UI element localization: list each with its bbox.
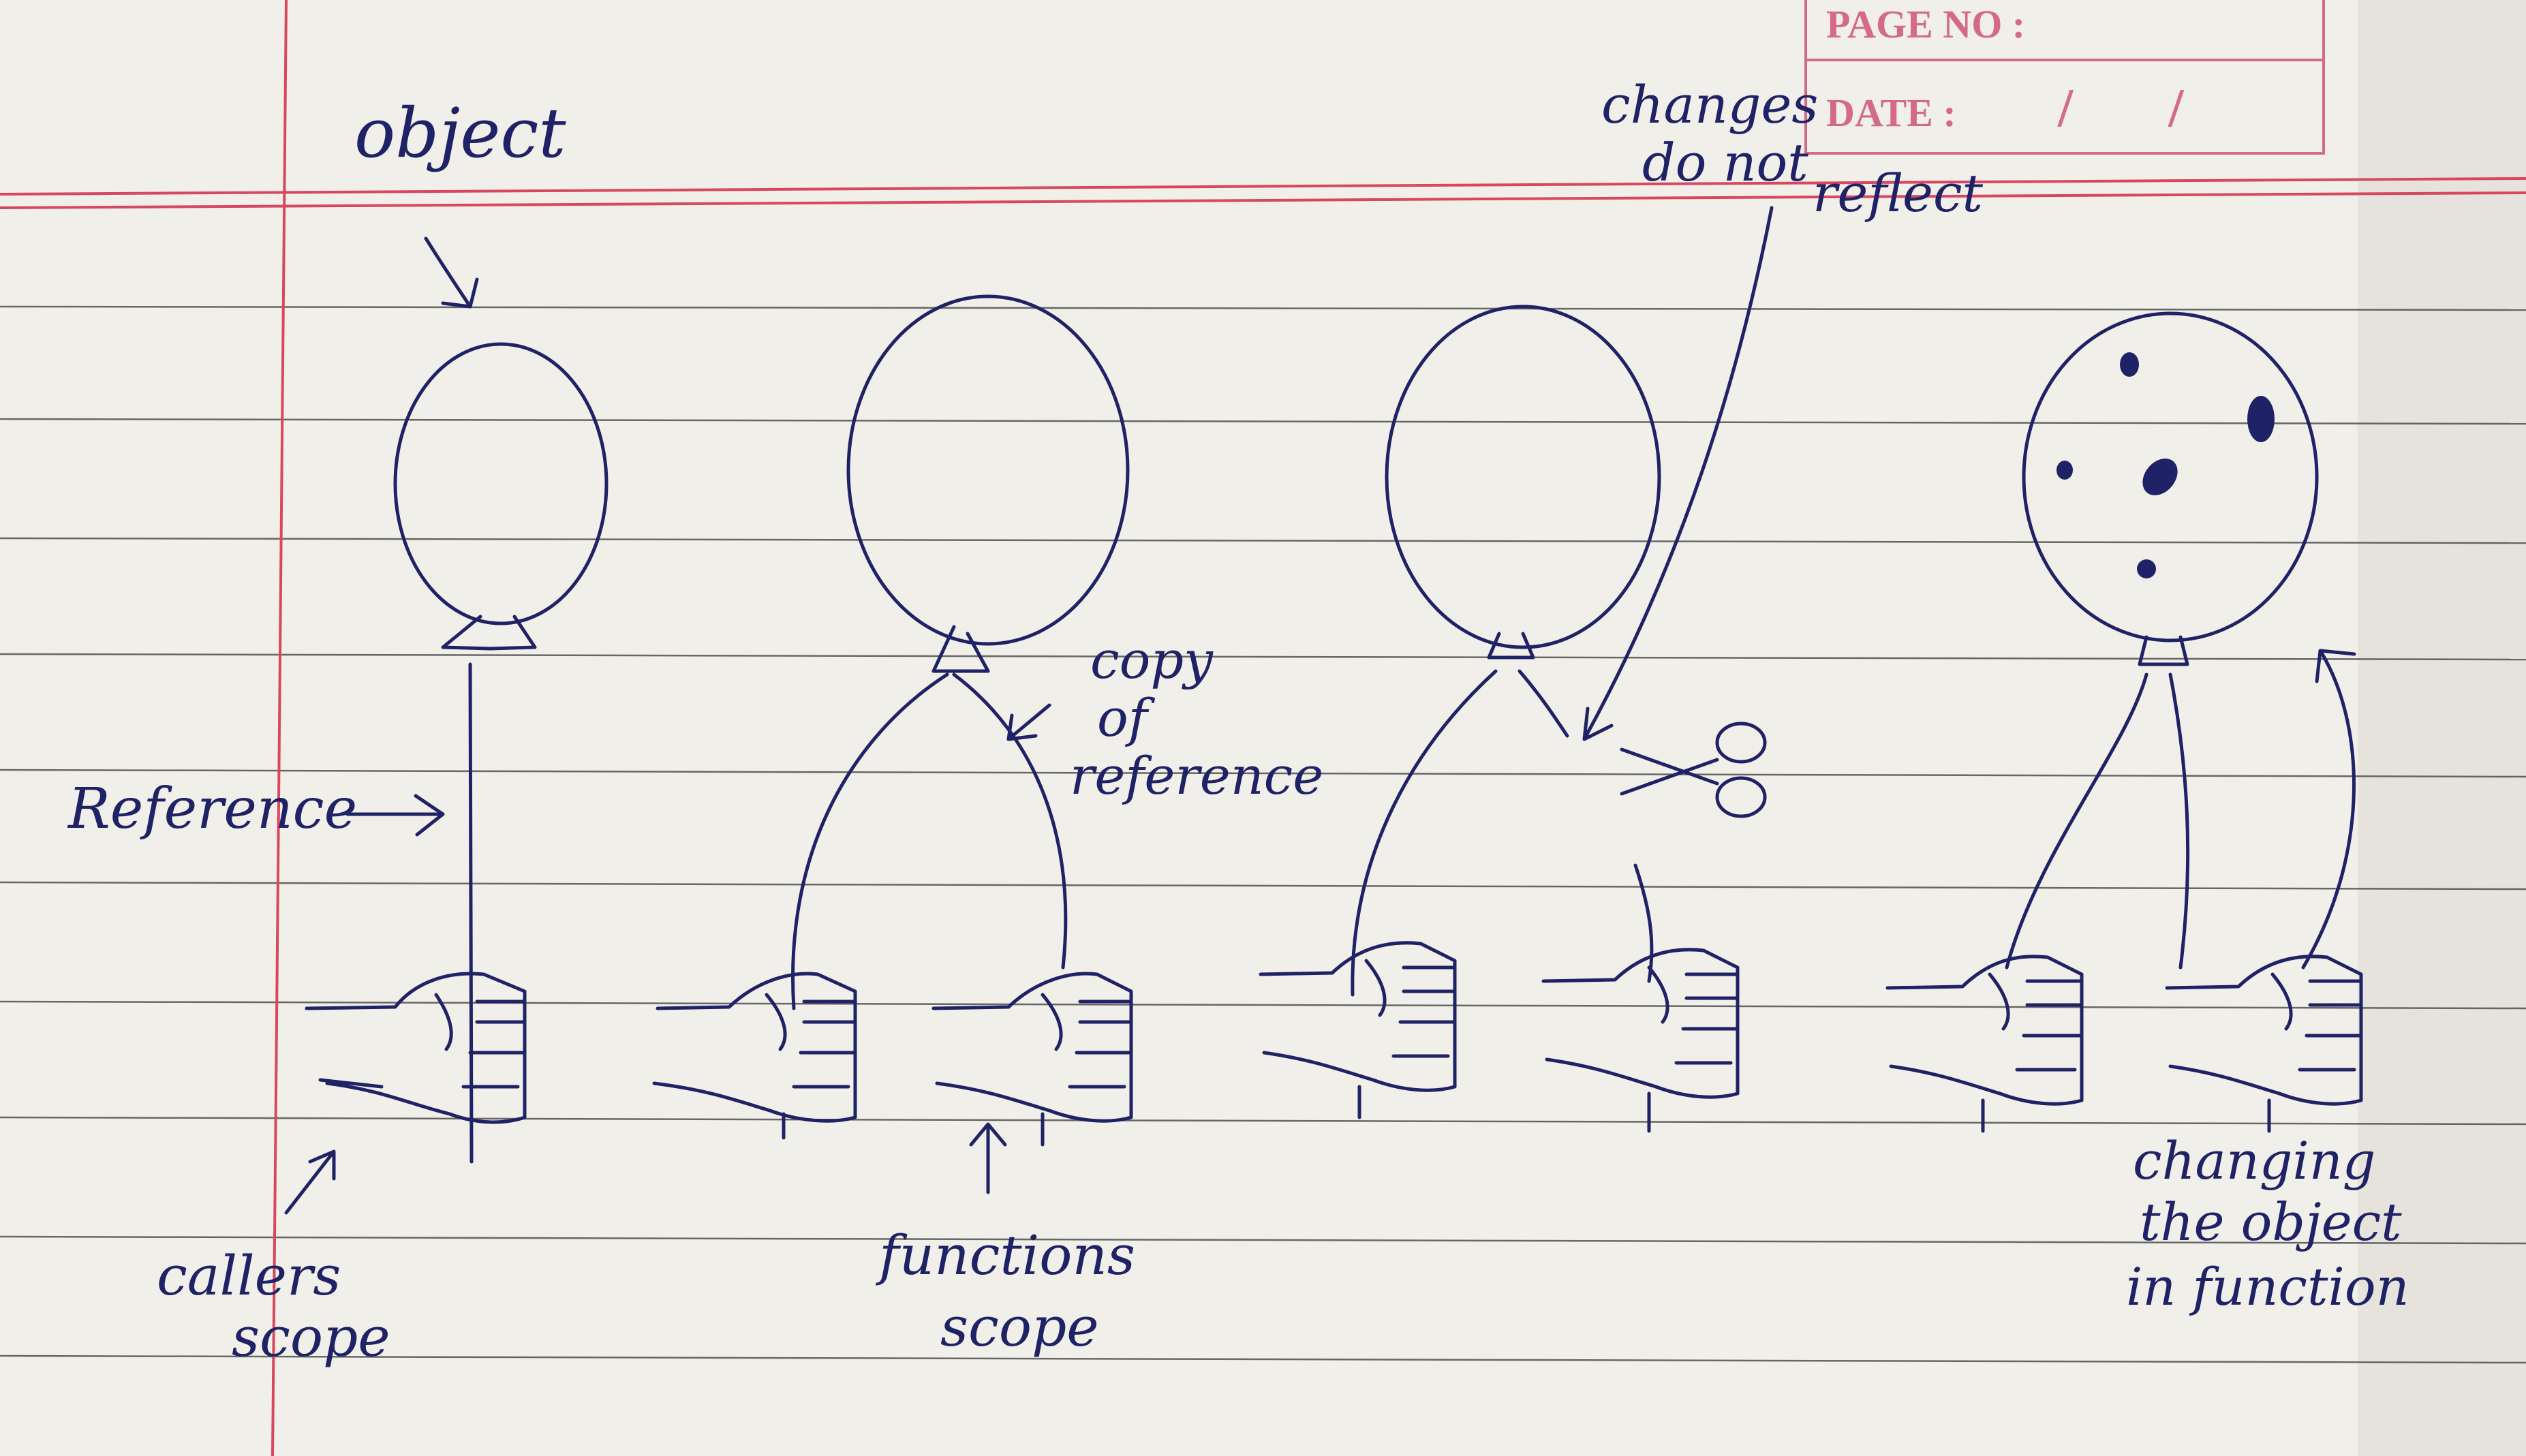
balloon-spot: [2142, 459, 2178, 495]
label-changing: changing: [2133, 1130, 2375, 1191]
callers-hand-icon: [305, 972, 527, 1124]
panel-callers-balloon: object Reference callers scope: [67, 93, 609, 1369]
label-functions-scope: scope: [940, 1295, 1099, 1359]
label-object: object: [354, 93, 566, 173]
label-callers-scope: scope: [232, 1305, 390, 1369]
label-callers: callers: [157, 1244, 341, 1307]
string-copy-2: [952, 672, 1068, 970]
date-label: DATE :: [1826, 91, 1956, 135]
label-changes: changes: [1601, 74, 1818, 135]
string-cut-bottom: [1633, 863, 1654, 983]
balloon-shared-icon: [846, 294, 1130, 646]
panel-cut-reference: changes do not reflect: [1259, 74, 1984, 1133]
function-hand-icon-4: [2165, 955, 2363, 1133]
arrow-functions-scope: [969, 1122, 1007, 1194]
balloon-spot: [2247, 396, 2275, 442]
label-functions: functions: [876, 1224, 1135, 1287]
balloon-object-icon: [393, 342, 609, 625]
arrow-to-object: [424, 236, 479, 309]
function-hand-icon-2: [931, 972, 1133, 1147]
page-header-stamp: PAGE NO : DATE : / /: [1804, 0, 2325, 155]
balloon-knot-2: [931, 625, 990, 673]
label-reference: Reference: [67, 777, 357, 841]
balloon-changed-icon: [2022, 311, 2319, 642]
panel-copy-of-reference: copy of reference functions scope: [652, 294, 1323, 1359]
label-the-object: the object: [2140, 1192, 2402, 1252]
callers-hand-icon-2: [652, 972, 857, 1140]
arrow-copy: [1006, 703, 1051, 741]
arrow-changes-do-not-reflect: [1582, 206, 1774, 741]
arrow-callers-scope: [284, 1149, 336, 1215]
balloon-knot-3: [1487, 632, 1535, 660]
panel-changed-object: changing the object in function: [1885, 311, 2409, 1317]
label-of: of: [1097, 687, 1156, 748]
callers-hand-icon-4: [1885, 955, 2084, 1133]
label-reference-copy: reference: [1070, 745, 1323, 806]
string-cut-top: [1518, 669, 1569, 738]
balloon-spot: [2137, 559, 2156, 578]
balloon-spot: [2120, 352, 2139, 377]
balloon-spot: [2057, 461, 2073, 480]
paper-edge-shadow: [2358, 0, 2526, 1456]
label-copy: copy: [1090, 630, 1214, 690]
label-reflect: reflect: [1813, 163, 1984, 223]
ruled-lines: [0, 305, 2526, 1364]
string-caller-2: [791, 672, 949, 1010]
label-in-function: in function: [2126, 1256, 2409, 1317]
scissors-icon: [1620, 722, 1767, 818]
balloon-original-icon: [1385, 305, 1661, 649]
function-hand-icon-3: [1541, 948, 1740, 1133]
date-value: / /: [2057, 78, 2224, 138]
arrow-changing-object: [2301, 649, 2356, 970]
balloon-knot: [441, 615, 537, 651]
string-caller-4: [2005, 672, 2148, 970]
callers-hand-icon-3: [1259, 941, 1457, 1119]
balloon-knot-4: [2138, 635, 2189, 666]
reference-string: [468, 662, 474, 1164]
label-do-not: do not: [1642, 132, 1808, 193]
arrow-to-reference: [345, 794, 445, 837]
string-function-4: [2168, 672, 2190, 970]
string-caller-3: [1351, 669, 1498, 997]
page-no-label: PAGE NO :: [1826, 2, 2025, 46]
stamp-box: [1804, 0, 2325, 155]
